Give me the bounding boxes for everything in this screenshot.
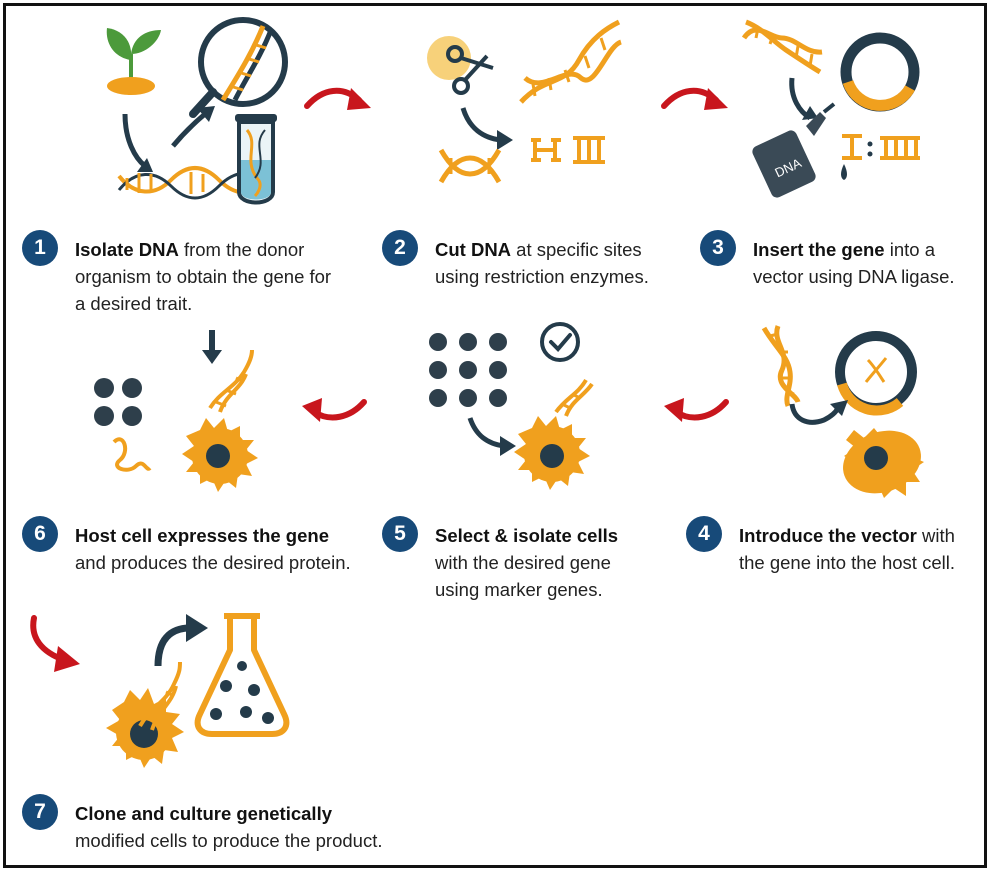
step-number-badge: 1 [22, 230, 58, 266]
insert-gene-illustration: DNA [741, 19, 920, 198]
step-7: 7 Clone and culture genetically modified … [22, 794, 422, 854]
step-6: 6 Host cell expresses the gene and produ… [22, 516, 352, 576]
host-cell-icon [843, 428, 924, 498]
dna-helix-icon [554, 378, 594, 417]
glue-bottle-icon: DNA [752, 102, 847, 198]
scissors-icon [427, 36, 494, 95]
step-text: at specific sites using restriction enzy… [435, 239, 649, 287]
cut-dna-illustration [427, 19, 623, 184]
step-title: Isolate DNA [75, 239, 179, 260]
flow-arrow-right-icon [661, 87, 728, 110]
step-5: 5 Select & isolate cells with the desire… [382, 516, 642, 603]
curved-arrow-icon [460, 107, 502, 143]
step-2: 2 Cut DNA at specific sites using restri… [382, 230, 662, 290]
step-text: with the desired gene using marker genes… [435, 552, 611, 600]
host-cell-icon [106, 688, 184, 768]
step-description: Select & isolate cells with the desired … [435, 522, 642, 603]
curved-arrow-icon [154, 624, 191, 667]
step-number-badge: 6 [22, 516, 58, 552]
step-number-badge: 4 [686, 516, 722, 552]
introduce-vector-illustration [761, 325, 924, 498]
step-4: 4 Introduce the vector with the gene int… [686, 516, 956, 576]
curved-arrow-icon [467, 417, 505, 449]
plasmid-icon [840, 32, 920, 112]
gene-fragment-icon [842, 134, 920, 160]
plasmid-icon [835, 331, 917, 416]
step-text: and produces the desired protein. [75, 552, 351, 573]
step-1: 1 Isolate DNA from the donor organism to… [22, 230, 342, 317]
dna-helix-icon [138, 661, 182, 731]
up-arrow-icon [171, 112, 207, 148]
clone-culture-illustration [106, 613, 290, 768]
dna-fragments-icon [438, 136, 605, 184]
step-description: Introduce the vector with the gene into … [739, 522, 956, 576]
select-cells-illustration [429, 322, 594, 490]
step-title: Select & isolate cells [435, 525, 619, 546]
flow-arrow-left-icon [664, 398, 729, 422]
step-number-badge: 2 [382, 230, 418, 266]
isolate-dna-illustration [106, 17, 288, 205]
step-description: Host cell expresses the gene and produce… [75, 522, 352, 576]
step-description: Cut DNA at specific sites using restrict… [435, 236, 662, 290]
step-title: Host cell expresses the gene [75, 525, 329, 546]
step-description: Clone and culture genetically modified ce… [75, 800, 382, 854]
step-number-badge: 7 [22, 794, 58, 830]
dna-helix-icon [519, 19, 623, 104]
step-3: 3 Insert the gene into a vector using DN… [700, 230, 970, 290]
host-cell-expression-illustration [94, 330, 258, 492]
step-title: Insert the gene [753, 239, 885, 260]
protein-chain-icon [112, 437, 152, 472]
step-number-badge: 3 [700, 230, 736, 266]
step-description: Isolate DNA from the donor organism to o… [75, 236, 342, 317]
step-title: Cut DNA [435, 239, 512, 260]
step-text: with the gene into the host cell. [739, 525, 955, 573]
flow-arrow-left-icon [302, 398, 367, 422]
checkmark-icon [540, 322, 580, 362]
protein-dots-icon [94, 378, 142, 426]
magnifier-icon [189, 17, 288, 118]
curved-arrow-icon [789, 403, 841, 425]
step-title: Clone and culture genetically [75, 803, 333, 824]
host-cell-icon [514, 416, 590, 490]
flow-arrow-right-icon [304, 87, 371, 110]
dna-helix-icon [741, 19, 823, 75]
flask-icon [194, 613, 290, 737]
step-text: into a vector using DNA ligase. [753, 239, 955, 287]
dna-helix-icon [208, 349, 254, 413]
colony-grid-icon [429, 333, 507, 407]
down-arrow-icon [122, 113, 147, 168]
step-description: Insert the gene into a vector using DNA … [753, 236, 970, 290]
dna-helix-icon [761, 325, 801, 407]
step-title: Introduce the vector [739, 525, 917, 546]
step-text: from the donor organism to obtain the ge… [75, 239, 332, 314]
flow-arrow-down-icon [30, 615, 80, 672]
host-cell-icon [182, 418, 258, 492]
step-text: modified cells to produce the product. [75, 830, 383, 851]
plant-icon [106, 28, 161, 95]
step-number-badge: 5 [382, 516, 418, 552]
test-tube-icon [235, 114, 277, 205]
